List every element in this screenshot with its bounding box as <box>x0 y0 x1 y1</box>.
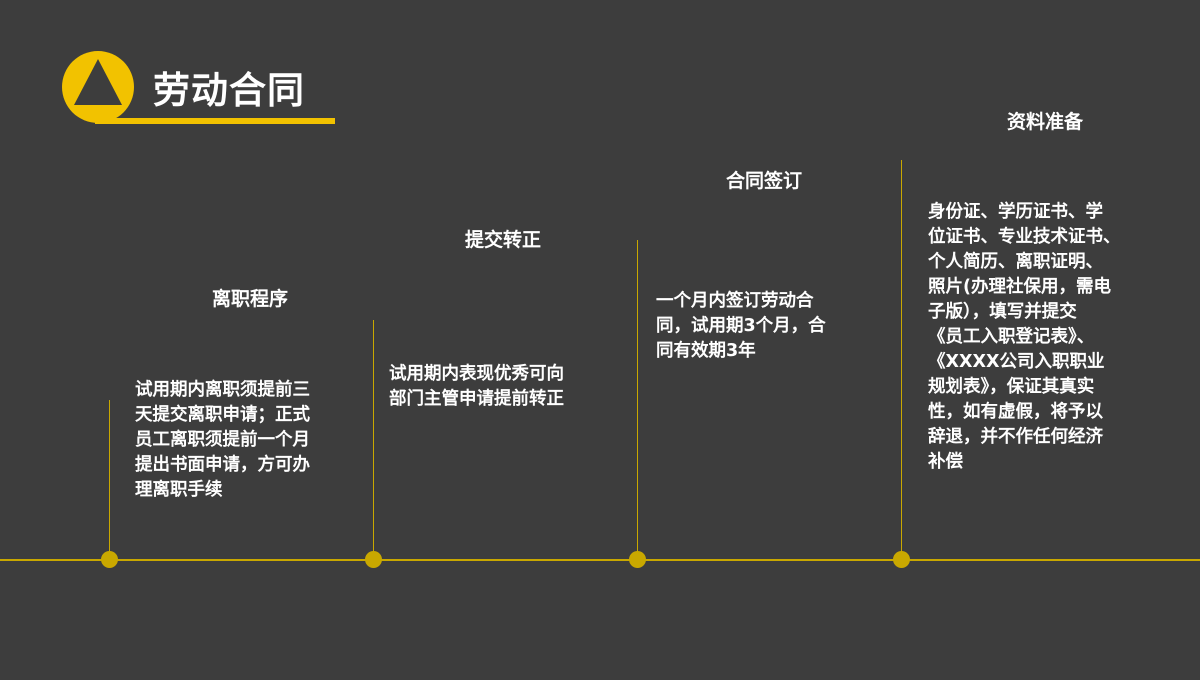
description-line: 天提交离职申请；正式 <box>135 405 310 425</box>
description-line: 同，试用期3个月，合 <box>656 316 826 336</box>
title-underline <box>95 118 335 124</box>
description-line: 补偿 <box>928 452 963 472</box>
timeline-axis <box>0 559 1200 561</box>
step-title: 合同签订 <box>725 170 803 192</box>
step-description: 试用期内表现优秀可向部门主管申请提前转正 <box>389 362 564 412</box>
description-line: 规划表》，保证其真实 <box>928 377 1095 397</box>
step-title: 资料准备 <box>1006 111 1084 133</box>
timeline-dot <box>629 551 646 568</box>
description-line: 身份证、学历证书、学 <box>928 202 1103 222</box>
step-description: 一个月内签订劳动合同，试用期3个月，合同有效期3年 <box>656 289 826 364</box>
timeline-connector <box>108 400 110 560</box>
description-line: 性，如有虚假，将予以 <box>928 402 1103 422</box>
timeline-connector <box>636 240 638 560</box>
timeline-dot <box>365 551 382 568</box>
step-description: 试用期内离职须提前三天提交离职申请；正式员工离职须提前一个月提出书面申请，方可办… <box>135 378 310 503</box>
timeline-dot <box>893 551 910 568</box>
description-line: 理离职手续 <box>135 480 223 500</box>
description-line: 《员工入职登记表》、 <box>928 327 1095 347</box>
step-title: 提交转正 <box>464 229 542 251</box>
description-line: 试用期内表现优秀可向 <box>389 364 564 384</box>
description-line: 位证书、专业技术证书、 <box>928 227 1121 247</box>
timeline-connector <box>900 160 902 560</box>
step-description: 身份证、学历证书、学位证书、专业技术证书、个人简历、离职证明、照片(办理社保用，… <box>928 200 1121 475</box>
description-line: 一个月内签订劳动合 <box>656 291 814 311</box>
description-line: 同有效期3年 <box>656 341 756 361</box>
description-line: 辞退，并不作任何经济 <box>928 427 1103 447</box>
step-title: 离职程序 <box>211 288 289 310</box>
description-line: 试用期内离职须提前三 <box>135 380 310 400</box>
description-line: 照片(办理社保用，需电 <box>928 277 1111 297</box>
timeline-dot <box>101 551 118 568</box>
description-line: 部门主管申请提前转正 <box>389 389 564 409</box>
page-title: 劳动合同 <box>153 69 305 112</box>
logo-triangle-icon <box>62 51 134 123</box>
description-line: 个人简历、离职证明、 <box>928 252 1103 272</box>
description-line: 提出书面申请，方可办 <box>135 455 310 475</box>
timeline-connector <box>372 320 374 560</box>
description-line: 子版），填写并提交 <box>928 302 1077 322</box>
description-line: 《XXXX公司入职职业 <box>928 352 1105 372</box>
description-line: 员工离职须提前一个月 <box>135 430 310 450</box>
